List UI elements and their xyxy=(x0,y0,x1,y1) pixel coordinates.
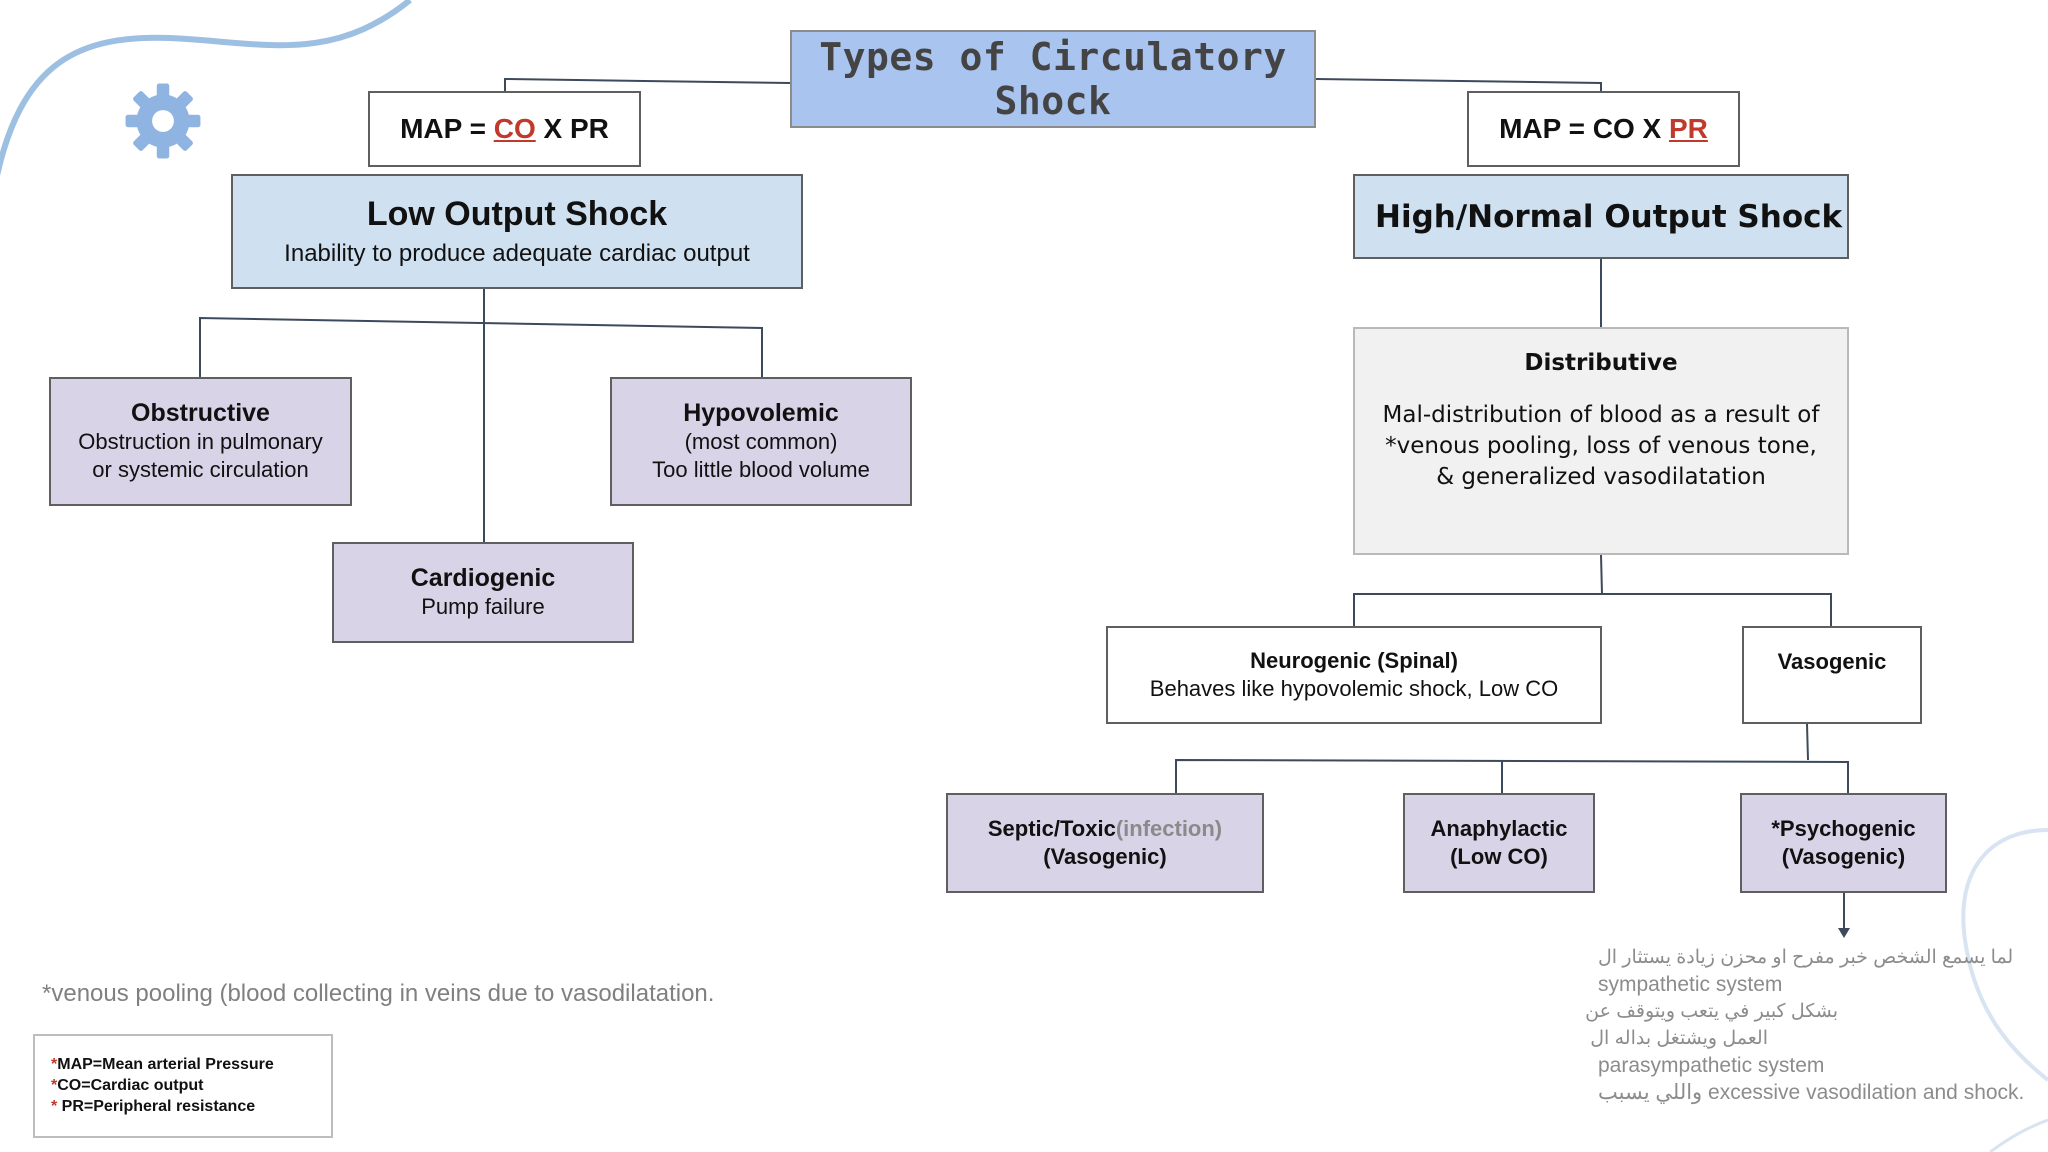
septic-title-line: Septic/Toxic(infection) xyxy=(988,815,1222,843)
legend-text: CO=Cardiac output xyxy=(57,1077,204,1094)
hypovolemic-line2: Too little blood volume xyxy=(652,457,870,482)
obstructive-line2: or systemic circulation xyxy=(92,457,309,482)
legend-item-co: *CO=Cardiac output xyxy=(51,1075,331,1096)
obstructive-title: Obstructive xyxy=(131,399,270,427)
abbreviation-legend: *MAP=Mean arterial Pressure *CO=Cardiac … xyxy=(33,1034,333,1138)
legend-star: * xyxy=(51,1056,58,1073)
anaphylactic-title: Anaphylactic xyxy=(1430,816,1568,841)
legend-star: * xyxy=(51,1077,58,1094)
map-left-highlight: CO xyxy=(493,113,536,144)
septic-title: Septic/Toxic xyxy=(987,816,1116,841)
psychogenic-title: *Psychogenic xyxy=(1771,816,1916,841)
distributive-box: Distributive Mal-distribution of blood a… xyxy=(1353,327,1849,555)
map-right-highlight: PR xyxy=(1668,113,1708,144)
anaphylactic-line2: (Low CO) xyxy=(1450,844,1548,869)
distributive-line1: Mal-distribution of blood as a result of xyxy=(1382,402,1820,428)
psychogenic-line2: (Vasogenic) xyxy=(1781,844,1906,869)
septic-line2: (Vasogenic) xyxy=(1043,844,1167,869)
decor-curve-bottom-right xyxy=(1961,828,2048,1082)
psychogenic-note-line1: لما يسمع الشخص خبر مفرح او محزن زيادة يس… xyxy=(1598,947,2014,968)
psychogenic-note-line6: واللي يسبب excessive vasodilation and sh… xyxy=(1598,1081,2025,1104)
distributive-line2: *venous pooling, loss of venous tone, xyxy=(1385,433,1817,459)
neurogenic-title: Neurogenic (Spinal) xyxy=(1250,648,1458,673)
legend-item-pr: * PR=Peripheral resistance xyxy=(51,1096,331,1117)
map-formula-right: MAP = CO X PR xyxy=(1467,91,1740,167)
psychogenic-note-line2: sympathetic system xyxy=(1598,973,1783,996)
cardiogenic-title: Cardiogenic xyxy=(410,564,556,592)
venous-pooling-footnote: *venous pooling (blood collecting in vei… xyxy=(42,980,715,1007)
diagram-title: Types of Circulatory Shock xyxy=(819,35,1287,123)
hypovolemic-line1: (most common) xyxy=(684,429,838,454)
map-right-prefix: MAP = CO X xyxy=(1499,113,1669,144)
anaphylactic-box: Anaphylactic (Low CO) xyxy=(1403,793,1595,893)
line-distributive-branch xyxy=(1353,593,1832,626)
distributive-line3: & generalized vasodilatation xyxy=(1436,464,1766,490)
psychogenic-note-line4: العمل ويشتغل بداله ال xyxy=(1590,1028,1768,1049)
line-title-right xyxy=(1315,78,1602,91)
line-vasogenic-branch xyxy=(1175,758,1849,793)
neurogenic-line1: Behaves like hypovolemic shock, Low CO xyxy=(1149,676,1559,701)
cardiogenic-line1: Pump failure xyxy=(421,594,545,619)
legend-text: MAP=Mean arterial Pressure xyxy=(57,1056,274,1073)
psychogenic-note-line5: parasympathetic system xyxy=(1598,1054,1825,1077)
vasogenic-box: Vasogenic xyxy=(1742,626,1922,724)
septic-note: (infection) xyxy=(1115,816,1223,841)
decor-curve-top-left xyxy=(0,0,412,177)
line-title-left xyxy=(504,77,791,91)
map-left-prefix: MAP = xyxy=(400,113,494,144)
decor-curve-bottom-right-2 xyxy=(1989,1118,2048,1152)
neurogenic-box: Neurogenic (Spinal) Behaves like hypovol… xyxy=(1106,626,1602,724)
obstructive-line1: Obstruction in pulmonary xyxy=(78,429,323,454)
hypovolemic-box: Hypovolemic (most common) Too little blo… xyxy=(610,377,912,506)
map-left-suffix: X PR xyxy=(535,113,609,144)
distributive-description: Mal-distribution of blood as a result of… xyxy=(1383,400,1820,493)
high-output-title: High/Normal Output Shock xyxy=(1375,198,1843,235)
line-vasogenic-down xyxy=(1806,723,1809,761)
low-output-title: Low Output Shock xyxy=(366,195,668,233)
line-low-output-branch xyxy=(199,316,763,379)
septic-box: Septic/Toxic(infection) (Vasogenic) xyxy=(946,793,1264,893)
hypovolemic-title: Hypovolemic xyxy=(683,399,839,427)
low-output-subtitle: Inability to produce adequate cardiac ou… xyxy=(284,240,750,267)
psychogenic-note: لما يسمع الشخص خبر مفرح او محزن زيادة يس… xyxy=(1585,944,2038,1106)
obstructive-box: Obstructive Obstruction in pulmonary or … xyxy=(49,377,352,506)
low-output-shock-box: Low Output Shock Inability to produce ad… xyxy=(231,174,803,289)
map-formula-left: MAP = CO X PR xyxy=(368,91,641,167)
distributive-title: Distributive xyxy=(1524,350,1678,376)
legend-star: * xyxy=(51,1098,62,1115)
cardiogenic-box: Cardiogenic Pump failure xyxy=(332,542,634,643)
gear-icon xyxy=(125,83,201,159)
vasogenic-title: Vasogenic xyxy=(1777,649,1887,674)
diagram-title-box: Types of Circulatory Shock xyxy=(790,30,1316,128)
line-distributive-down xyxy=(1600,554,1603,595)
legend-item-map: *MAP=Mean arterial Pressure xyxy=(51,1054,331,1075)
legend-text: PR=Peripheral resistance xyxy=(61,1098,256,1115)
high-output-shock-box: High/Normal Output Shock xyxy=(1353,174,1849,259)
psychogenic-box: *Psychogenic (Vasogenic) xyxy=(1740,793,1947,893)
psychogenic-note-line3: بشكل كبير في يتعب ويتوقف عن xyxy=(1585,1001,1838,1022)
arrowhead-psychogenic xyxy=(1838,928,1850,938)
